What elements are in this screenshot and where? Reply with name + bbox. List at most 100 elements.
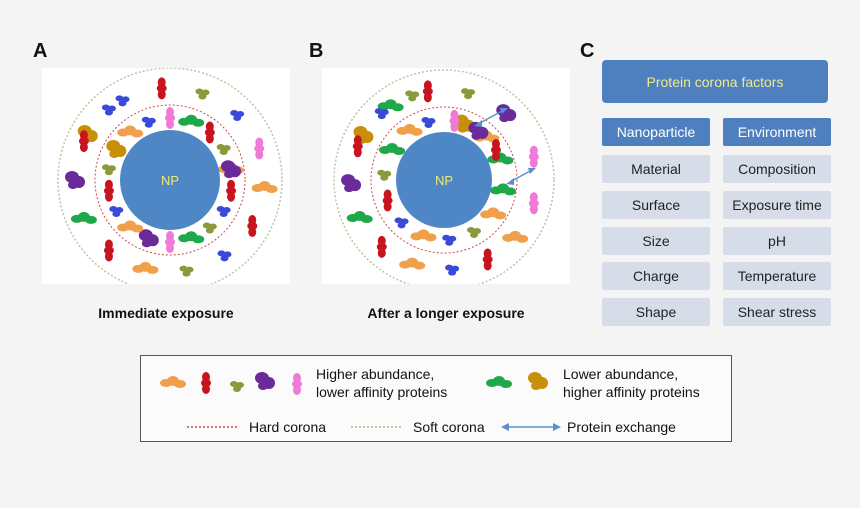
environment-item: Shear stress — [723, 298, 831, 326]
exchange-arrow-2 — [506, 168, 536, 185]
protein-olive-icon — [405, 90, 420, 102]
protein-orange-icon — [251, 181, 278, 194]
nanoparticle: NP — [396, 132, 492, 228]
protein-purple-icon — [138, 229, 159, 248]
protein-red-icon — [376, 235, 387, 258]
protein-red-icon — [156, 77, 167, 100]
protein-green-icon — [70, 211, 97, 224]
legend-high-abundance: Higher abundance, lower affinity protein… — [316, 365, 447, 401]
nanoparticle-header: Nanoparticle — [602, 118, 710, 146]
protein-red-icon — [482, 248, 493, 271]
protein-purple-icon — [341, 174, 362, 193]
np-label: NP — [435, 173, 453, 188]
protein-red-icon — [103, 239, 114, 262]
protein-blue-icon — [230, 109, 245, 121]
protein-olive-icon — [216, 144, 231, 155]
panel-letter-c: C — [580, 40, 595, 62]
protein-red-icon — [382, 189, 393, 212]
protein-olive-icon — [467, 226, 481, 238]
environment-item: Temperature — [723, 262, 831, 290]
protein-green-icon — [487, 152, 514, 165]
np-label: NP — [161, 173, 179, 188]
legend-low-abundance: Lower abundance, higher affinity protein… — [563, 365, 700, 401]
protein-orange-icon — [399, 257, 426, 270]
panel-letter-a: A — [33, 40, 48, 62]
protein-green-icon — [178, 114, 205, 127]
nanoparticle-item: Surface — [602, 191, 710, 219]
factors-title: Protein corona factors — [602, 60, 828, 103]
protein-gold-icon — [528, 372, 548, 390]
corona-diagram-b: NP — [333, 69, 555, 291]
protein-blue-icon — [442, 234, 457, 246]
protein-olive-icon — [377, 169, 392, 181]
protein-olive-icon — [202, 222, 217, 234]
diagram-immediate-exposure: NP — [42, 67, 290, 293]
protein-pink-icon — [528, 192, 539, 215]
protein-purple-icon — [221, 160, 242, 179]
protein-orange-icon — [502, 230, 529, 243]
protein-blue-icon — [421, 117, 436, 129]
protein-pink-icon — [254, 137, 265, 160]
protein-red-icon — [422, 80, 433, 103]
protein-blue-icon — [109, 206, 124, 217]
protein-green-icon — [346, 211, 373, 224]
legend-low-abundance-line2: higher affinity proteins — [563, 384, 700, 400]
protein-orange-icon — [160, 376, 186, 388]
protein-olive-icon — [230, 381, 244, 392]
protein-red-icon — [226, 179, 237, 202]
hard-corona-ring — [370, 106, 518, 254]
legend-low-abundance-line1: Lower abundance, — [563, 366, 679, 382]
protein-purple-icon — [65, 171, 85, 189]
corona-diagram-a: NP — [57, 67, 283, 293]
protein-red-icon — [204, 121, 215, 144]
exchange-arrow-swatch — [501, 423, 561, 431]
protein-pink-icon — [449, 109, 460, 132]
protein-red-icon — [78, 130, 89, 153]
protein-olive-icon — [461, 88, 476, 100]
soft-corona-ring — [57, 67, 283, 293]
legend-protein-exchange: Protein exchange — [567, 419, 676, 435]
protein-orange-icon — [117, 220, 144, 233]
protein-olive-icon — [195, 88, 210, 100]
caption-longer-exposure: After a longer exposure — [367, 305, 525, 321]
nanoparticle-item: Shape — [602, 298, 710, 326]
protein-orange-icon — [480, 207, 507, 220]
protein-green-icon — [178, 231, 205, 244]
diagram-longer-exposure: NP — [322, 68, 570, 291]
protein-blue-icon — [216, 206, 231, 217]
protein-gold-icon — [106, 140, 127, 158]
legend-soft-corona: Soft corona — [413, 419, 485, 435]
environment-item: Exposure time — [723, 191, 831, 219]
protein-blue-icon — [101, 104, 116, 116]
protein-orange-icon — [117, 125, 144, 138]
protein-blue-icon — [217, 250, 232, 262]
protein-green-icon — [486, 376, 512, 388]
protein-pink-icon — [165, 107, 175, 129]
environment-item: pH — [723, 227, 831, 255]
protein-red-icon — [352, 135, 363, 158]
legend-high-abundance-line2: lower affinity proteins — [316, 384, 448, 400]
protein-orange-icon — [396, 123, 423, 136]
protein-olive-icon — [179, 265, 194, 277]
protein-green-icon — [490, 183, 517, 196]
legend-protein-icons — [160, 372, 548, 395]
environment-item: Composition — [723, 155, 831, 183]
protein-green-icon — [379, 143, 406, 155]
protein-blue-icon — [445, 264, 460, 276]
nanoparticle-item: Material — [602, 155, 710, 183]
protein-blue-icon — [115, 95, 130, 107]
protein-green-icon — [377, 99, 404, 112]
protein-orange-icon — [132, 261, 159, 274]
protein-red-icon — [490, 139, 501, 161]
protein-orange-icon — [410, 229, 437, 242]
legend-graphics — [160, 372, 561, 431]
legend-high-abundance-line1: Higher abundance, — [316, 366, 435, 382]
nanoparticle-item: Charge — [602, 262, 710, 290]
nanoparticle: NP — [120, 130, 220, 230]
protein-pink-icon — [292, 373, 302, 395]
hard-corona-ring — [94, 104, 246, 256]
protein-blue-icon — [374, 108, 389, 120]
protein-pink-icon — [528, 145, 539, 168]
protein-purple-icon — [255, 372, 275, 390]
protein-blue-icon — [141, 116, 156, 128]
